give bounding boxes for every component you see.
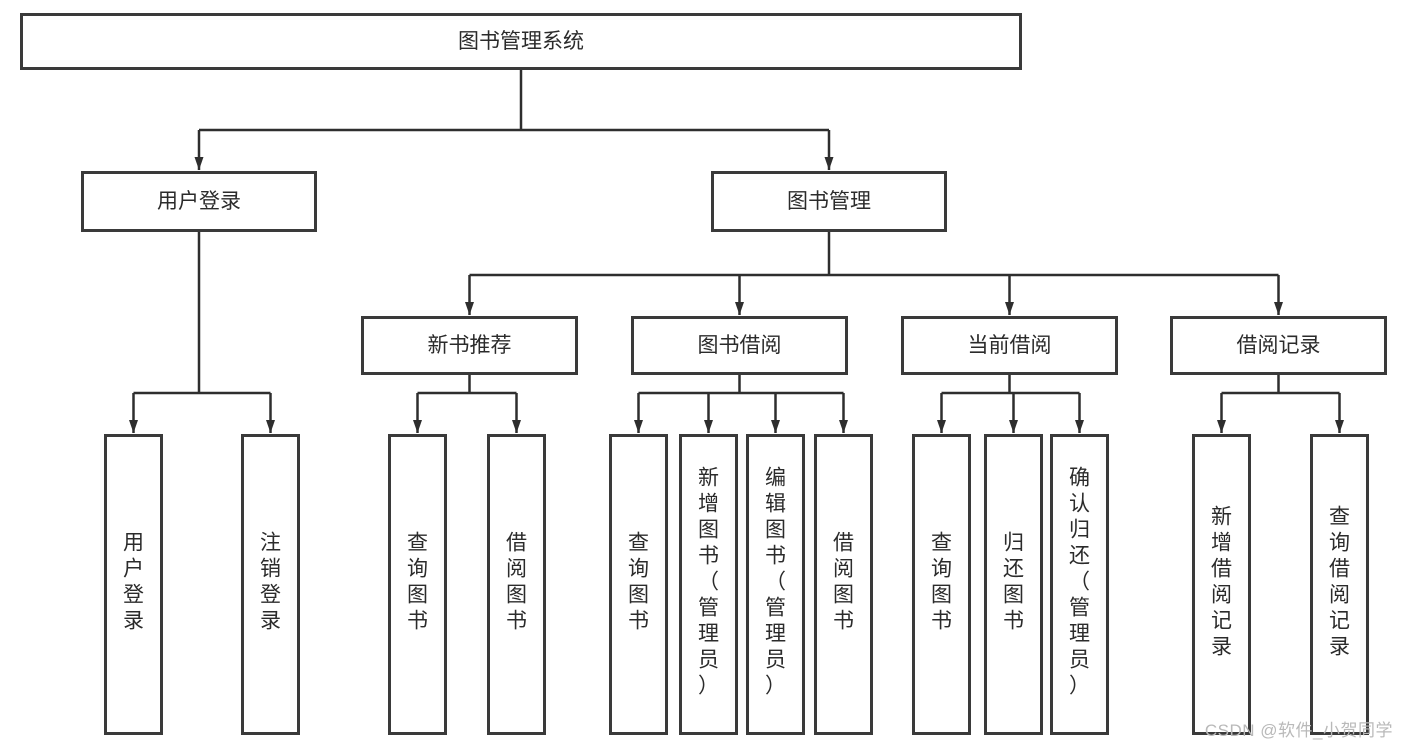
node-label: 用户登录 xyxy=(123,532,144,633)
node-root[interactable]: 图书管理系统 xyxy=(20,13,1022,70)
edge-group-root xyxy=(194,70,834,170)
arrow-head-icon xyxy=(1005,302,1014,315)
node-leaf_2[interactable]: 查询图书 xyxy=(388,434,447,735)
node-label: 确认归还（管理员） xyxy=(1069,467,1090,698)
node-leaf_12[interactable]: 查询借阅记录 xyxy=(1310,434,1369,735)
node-l2_1[interactable]: 图书管理 xyxy=(711,171,947,232)
arrow-head-icon xyxy=(465,302,474,315)
node-leaf_4[interactable]: 查询图书 xyxy=(609,434,668,735)
node-label: 新增借阅记录 xyxy=(1211,506,1232,659)
node-leaf_0[interactable]: 用户登录 xyxy=(104,434,163,735)
node-label: 图书管理系统 xyxy=(458,30,584,53)
edge-group-l3_2 xyxy=(937,375,1084,433)
arrow-head-icon xyxy=(735,302,744,315)
arrow-head-icon xyxy=(413,420,422,433)
node-label: 查询借阅记录 xyxy=(1329,506,1350,659)
arrow-head-icon xyxy=(194,157,204,170)
arrow-head-icon xyxy=(771,420,780,433)
node-label: 注销登录 xyxy=(260,532,281,633)
node-label: 新书推荐 xyxy=(428,334,512,357)
node-label: 编辑图书（管理员） xyxy=(765,467,786,698)
node-leaf_1[interactable]: 注销登录 xyxy=(241,434,300,735)
node-leaf_9[interactable]: 归还图书 xyxy=(984,434,1043,735)
edge-group-l2_0 xyxy=(129,232,275,433)
node-leaf_8[interactable]: 查询图书 xyxy=(912,434,971,735)
node-leaf_5[interactable]: 新增图书（管理员） xyxy=(679,434,738,735)
arrow-head-icon xyxy=(937,420,946,433)
arrow-head-icon xyxy=(129,420,138,433)
arrow-head-icon xyxy=(512,420,521,433)
node-label: 用户登录 xyxy=(157,190,241,213)
edge-layer xyxy=(129,70,1344,433)
node-l3_3[interactable]: 借阅记录 xyxy=(1170,316,1387,375)
node-label: 查询图书 xyxy=(407,532,428,633)
arrow-head-icon xyxy=(266,420,275,433)
node-leaf_11[interactable]: 新增借阅记录 xyxy=(1192,434,1251,735)
edge-group-l3_0 xyxy=(413,375,521,433)
arrow-head-icon xyxy=(704,420,713,433)
node-leaf_6[interactable]: 编辑图书（管理员） xyxy=(746,434,805,735)
arrow-head-icon xyxy=(634,420,643,433)
arrow-head-icon xyxy=(1075,420,1084,433)
node-l3_2[interactable]: 当前借阅 xyxy=(901,316,1118,375)
arrow-head-icon xyxy=(839,420,848,433)
arrow-head-icon xyxy=(1217,420,1226,433)
node-label: 查询图书 xyxy=(628,532,649,633)
node-l3_1[interactable]: 图书借阅 xyxy=(631,316,848,375)
node-label: 借阅图书 xyxy=(833,532,854,633)
node-label: 图书借阅 xyxy=(698,334,782,357)
arrow-head-icon xyxy=(1335,420,1344,433)
node-label: 借阅记录 xyxy=(1237,334,1321,357)
node-label: 查询图书 xyxy=(931,532,952,633)
arrow-head-icon xyxy=(1274,302,1283,315)
arrow-head-icon xyxy=(824,157,834,170)
node-label: 新增图书（管理员） xyxy=(698,467,719,698)
node-leaf_7[interactable]: 借阅图书 xyxy=(814,434,873,735)
node-l3_0[interactable]: 新书推荐 xyxy=(361,316,578,375)
node-label: 归还图书 xyxy=(1003,532,1024,633)
edge-group-l3_3 xyxy=(1217,375,1344,433)
node-leaf_10[interactable]: 确认归还（管理员） xyxy=(1050,434,1109,735)
node-layer: 图书管理系统用户登录图书管理新书推荐图书借阅当前借阅借阅记录用户登录注销登录查询… xyxy=(20,13,1387,735)
node-leaf_3[interactable]: 借阅图书 xyxy=(487,434,546,735)
node-label: 图书管理 xyxy=(787,190,871,213)
arrow-head-icon xyxy=(1009,420,1018,433)
node-label: 借阅图书 xyxy=(506,532,527,633)
edge-group-l3_1 xyxy=(634,375,848,433)
edge-group-l2_1 xyxy=(465,232,1283,315)
node-label: 当前借阅 xyxy=(968,334,1052,357)
node-l2_0[interactable]: 用户登录 xyxy=(81,171,317,232)
